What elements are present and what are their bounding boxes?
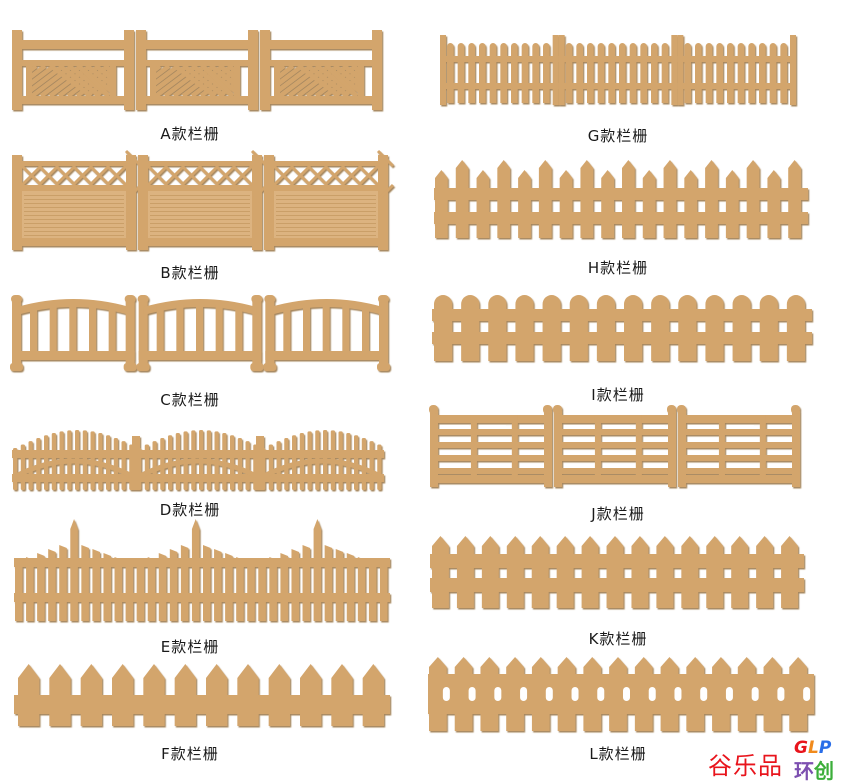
- fence-caption-j: J款栏栅: [591, 505, 645, 523]
- fence-panel-c: [10, 293, 390, 373]
- fence-caption-e: E款栏栅: [160, 638, 220, 656]
- fence-caption-f: F款栏栅: [161, 745, 219, 763]
- fence-illustration-pointed-picket: [14, 664, 390, 726]
- brand-huanchuang-mark: 环创: [794, 759, 834, 783]
- fence-panel-i: [432, 295, 812, 361]
- fence-illustration-round-picket-panels: [440, 35, 796, 105]
- fence-illustration-pointed-picket-holes: [428, 657, 814, 731]
- fence-panel-b: [12, 149, 395, 250]
- fence-caption-l: L款栏栅: [589, 745, 647, 763]
- fence-illustration-lattice-board: [12, 149, 395, 250]
- fence-illustration-round-top-picket: [432, 295, 812, 361]
- fence-caption-d: D款栏栅: [159, 501, 221, 519]
- fence-illustration-alternating-picket: [434, 160, 808, 238]
- brand-glp-mark: GLP: [794, 738, 832, 758]
- fence-illustration-diagonal-rail: [12, 30, 382, 110]
- fence-caption-b: B款栏栅: [160, 264, 220, 282]
- fence-panel-l: [428, 657, 814, 731]
- fence-caption-h: H款栏栅: [587, 259, 649, 277]
- fence-panel-h: [434, 160, 808, 238]
- fence-caption-i: I款栏栅: [591, 386, 645, 404]
- fence-panel-f: [14, 664, 390, 726]
- fence-panel-a: [12, 30, 384, 110]
- fence-caption-k: K款栏栅: [588, 630, 648, 648]
- fence-illustration-peak-picket: [14, 519, 390, 621]
- fence-illustration-wave-picket: [12, 430, 384, 490]
- fence-panel-j: [429, 405, 802, 487]
- fence-caption-c: C款栏栅: [160, 391, 220, 409]
- fence-illustration-arched-rail: [10, 295, 390, 371]
- fence-caption-g: G款栏栅: [587, 127, 649, 145]
- fence-panel-k: [430, 536, 804, 608]
- fence-panel-d: [12, 428, 384, 492]
- fence-panel-g: [440, 35, 796, 105]
- fence-panel-e: [14, 519, 390, 621]
- fence-caption-a: A款栏栅: [160, 125, 220, 143]
- brand-logo: 谷乐品 GLP 环创: [708, 738, 844, 784]
- brand-name-chinese: 谷乐品: [708, 752, 783, 780]
- fence-illustration-pointed-picket-2rail: [430, 536, 804, 608]
- fence-illustration-horizontal-slats: [429, 405, 800, 487]
